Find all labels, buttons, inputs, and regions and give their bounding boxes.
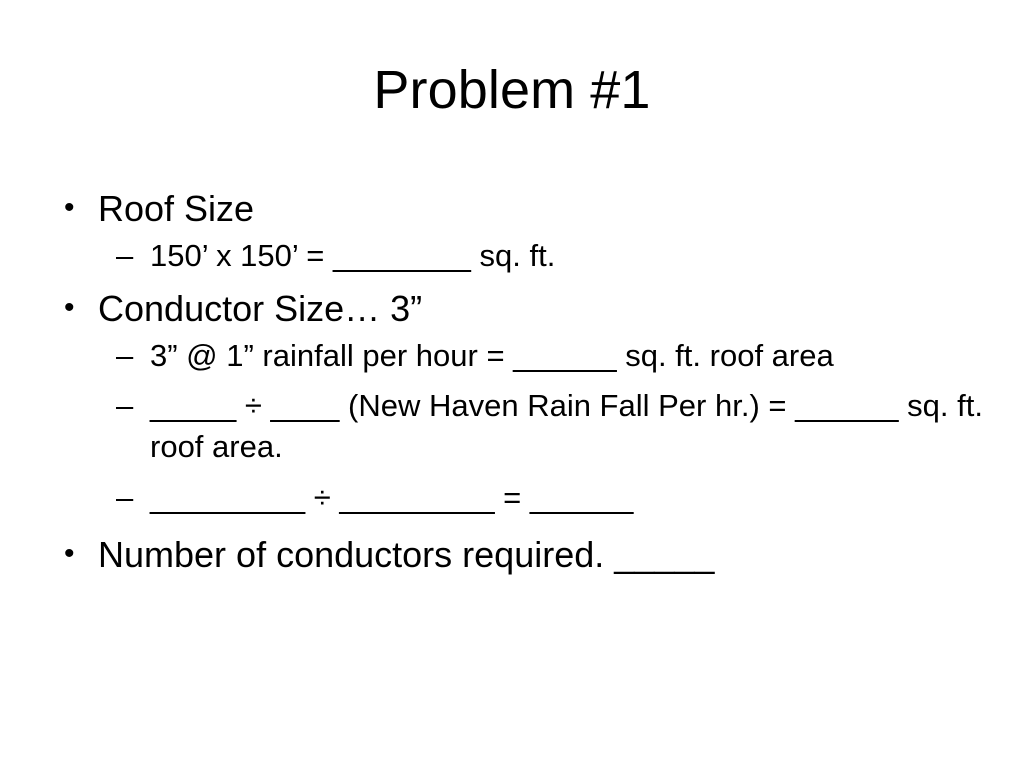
subbullet-rainfall-per-hour: 3” @ 1” rainfall per hour = ______ sq. f…	[56, 335, 986, 376]
subbullet-new-haven-rainfall-label: _____ ÷ ____ (New Haven Rain Fall Per hr…	[150, 388, 983, 464]
bullet-conductor-size: Conductor Size… 3”	[56, 285, 986, 331]
slide-body: Roof Size 150’ x 150’ = ________ sq. ft.…	[56, 185, 986, 581]
bullet-conductor-size-label: Conductor Size… 3”	[98, 288, 423, 329]
bullet-number-of-conductors: Number of conductors required. _____	[56, 531, 986, 577]
subbullet-roof-dimensions-label: 150’ x 150’ = ________ sq. ft.	[150, 238, 556, 273]
bullet-roof-size-label: Roof Size	[98, 188, 255, 229]
page-title: Problem #1	[373, 60, 651, 120]
spacer	[56, 522, 986, 532]
bullet-number-of-conductors-label: Number of conductors required. _____	[98, 534, 715, 575]
subbullet-blank-division: _________ ÷ _________ = ______	[56, 477, 986, 518]
subbullet-blank-division-label: _________ ÷ _________ = ______	[150, 480, 634, 515]
subbullet-roof-dimensions: 150’ x 150’ = ________ sq. ft.	[56, 235, 986, 276]
bullet-roof-size: Roof Size	[56, 185, 986, 231]
subbullet-new-haven-rainfall: _____ ÷ ____ (New Haven Rain Fall Per hr…	[56, 385, 986, 467]
subbullet-rainfall-per-hour-label: 3” @ 1” rainfall per hour = ______ sq. f…	[150, 338, 834, 373]
